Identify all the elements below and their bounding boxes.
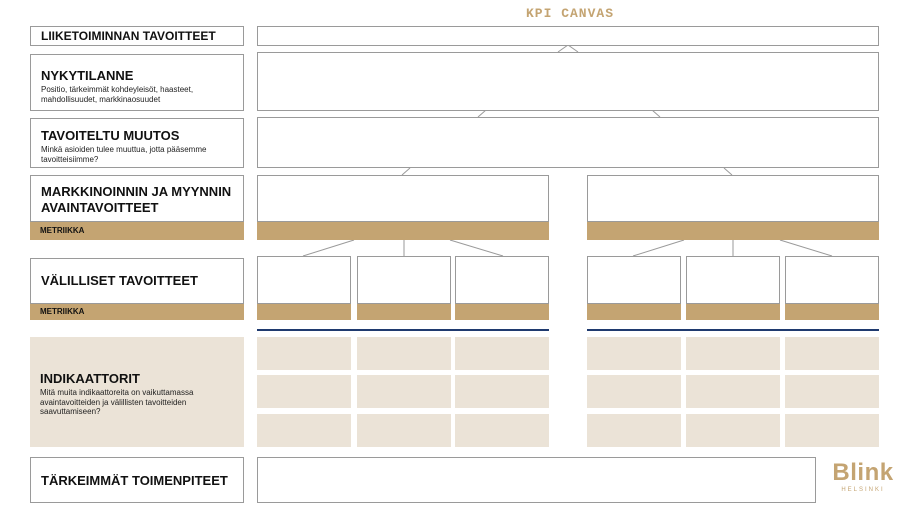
metric-field[interactable] [455, 304, 549, 320]
label-subtitle: Minkä asioiden tulee muuttua, jotta pääs… [41, 145, 207, 164]
valillinen-tavoite-field[interactable] [686, 256, 780, 304]
indicator-cell[interactable] [257, 414, 351, 447]
label-markkinoinnin-avaintavoitteet: MARKKINOINNIN JA MYYNNIN AVAINTAVOITTEET [30, 175, 244, 222]
label-subtitle: Positio, tärkeimmät kohdeyleisöt, haaste… [41, 85, 194, 104]
indicator-cell[interactable] [587, 337, 681, 370]
indicator-cell[interactable] [686, 414, 780, 447]
valillinen-tavoite-field[interactable] [587, 256, 681, 304]
label-title: NYKYTILANNE [41, 68, 134, 83]
indicator-cell[interactable] [257, 337, 351, 370]
indicator-cell[interactable] [357, 375, 451, 408]
nykytilanne-field[interactable] [257, 52, 879, 111]
metric-field-right[interactable] [587, 222, 879, 240]
metric-field-left[interactable] [257, 222, 549, 240]
label-tarkeimmat-toimenpiteet: TÄRKEIMMÄT TOIMENPITEET [30, 457, 244, 503]
indicator-cell[interactable] [587, 375, 681, 408]
label-nykytilanne: NYKYTILANNE Positio, tärkeimmät kohdeyle… [30, 54, 244, 111]
avaintavoite-field-left[interactable] [257, 175, 549, 222]
label-subtitle: Mitä muita indikaattoreita on vaikuttama… [40, 388, 194, 416]
label-tavoiteltu-muutos: TAVOITELTU MUUTOS Minkä asioiden tulee m… [30, 118, 244, 168]
tavoiteltu-muutos-field[interactable] [257, 117, 879, 168]
indicator-cell[interactable] [686, 337, 780, 370]
metric-bar-label: METRIIKKA [30, 222, 244, 240]
liiketoiminnan-tavoitteet-field[interactable] [257, 26, 879, 46]
metric-field[interactable] [686, 304, 780, 320]
label-title: MARKKINOINNIN JA MYYNNIN AVAINTAVOITTEET [41, 184, 232, 215]
label-valilliset-tavoitteet: VÄLILLISET TAVOITTEET [30, 258, 244, 304]
indicator-cell[interactable] [587, 414, 681, 447]
indicator-cell[interactable] [455, 375, 549, 408]
metric-field[interactable] [785, 304, 879, 320]
valillinen-tavoite-field[interactable] [785, 256, 879, 304]
label-title: LIIKETOIMINNAN TAVOITTEET [41, 29, 216, 43]
indicator-cell[interactable] [357, 414, 451, 447]
label-title: TAVOITELTU MUUTOS [41, 128, 180, 143]
divider-right [587, 329, 879, 331]
indicator-cell[interactable] [785, 375, 879, 408]
label-title: VÄLILLISET TAVOITTEET [41, 273, 198, 288]
metric-field[interactable] [257, 304, 351, 320]
indicator-cell[interactable] [686, 375, 780, 408]
blink-logo: Blink HELSINKI [826, 460, 900, 494]
valillinen-tavoite-field[interactable] [357, 256, 451, 304]
avaintavoite-field-right[interactable] [587, 175, 879, 222]
indicator-cell[interactable] [257, 375, 351, 408]
metric-field[interactable] [357, 304, 451, 320]
label-indikaattorit: INDIKAATTORIT Mitä muita indikaattoreita… [30, 337, 244, 447]
label-title: TÄRKEIMMÄT TOIMENPITEET [41, 473, 228, 488]
indicator-cell[interactable] [785, 414, 879, 447]
valillinen-tavoite-field[interactable] [257, 256, 351, 304]
metric-field[interactable] [587, 304, 681, 320]
indicator-cell[interactable] [357, 337, 451, 370]
tarkeimmat-toimenpiteet-field[interactable] [257, 457, 816, 503]
label-liiketoiminnan-tavoitteet: LIIKETOIMINNAN TAVOITTEET [30, 26, 244, 46]
valillinen-tavoite-field[interactable] [455, 256, 549, 304]
indicator-cell[interactable] [785, 337, 879, 370]
divider-left [257, 329, 549, 331]
indicator-cell[interactable] [455, 414, 549, 447]
metric-label: METRIIKKA [40, 307, 85, 316]
logo-tagline: HELSINKI [841, 487, 885, 493]
canvas-title: KPI CANVAS [525, 6, 614, 21]
label-title: INDIKAATTORIT [40, 371, 140, 386]
logo-wordmark: Blink [832, 459, 894, 486]
metric-label: METRIIKKA [40, 226, 85, 235]
indicator-cell[interactable] [455, 337, 549, 370]
metric-bar-label: METRIIKKA [30, 304, 244, 320]
